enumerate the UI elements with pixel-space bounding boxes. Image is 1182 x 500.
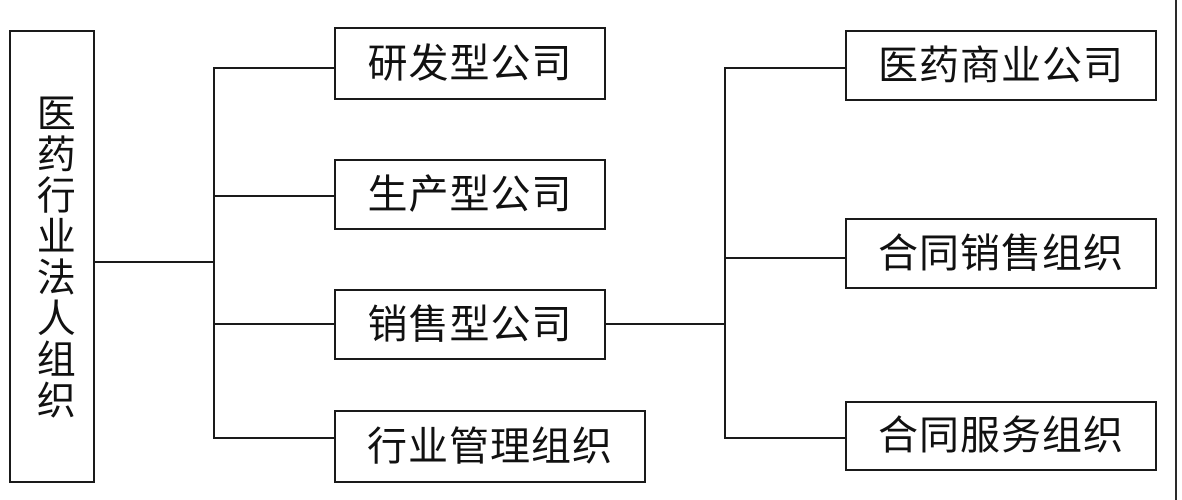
connector-trunk-right <box>724 67 726 438</box>
node-contract-service-org-label: 合同服务组织 <box>878 413 1124 458</box>
connector-branch-to-m4 <box>213 437 336 439</box>
connector-branch-to-r3 <box>724 437 847 439</box>
node-manufacturing-company-label: 生产型公司 <box>367 171 573 217</box>
node-sales-company[interactable]: 销售型公司 <box>334 289 606 360</box>
node-contract-sales-org-label: 合同销售组织 <box>878 230 1124 276</box>
connector-root-stub <box>95 261 215 263</box>
node-pharma-commercial-company-label: 医药商业公司 <box>878 42 1124 88</box>
connector-branch-to-r1 <box>724 67 847 69</box>
node-rd-company-label: 研发型公司 <box>367 40 573 86</box>
node-root[interactable]: 医药行业法人组织 <box>9 30 95 483</box>
connector-branch-to-m3 <box>213 323 336 325</box>
node-rd-company[interactable]: 研发型公司 <box>334 27 606 100</box>
node-pharma-commercial-company[interactable]: 医药商业公司 <box>845 30 1157 101</box>
connector-branch-to-m2 <box>213 195 336 197</box>
connector-branch-to-r2 <box>724 257 847 259</box>
connector-sales-company-stub <box>606 323 726 325</box>
connector-branch-to-m1 <box>213 67 336 69</box>
node-sales-company-label: 销售型公司 <box>367 301 573 347</box>
page-border-line <box>1175 0 1177 500</box>
node-contract-service-org[interactable]: 合同服务组织 <box>845 401 1157 471</box>
node-root-label: 医药行业法人组织 <box>31 92 75 421</box>
node-contract-sales-org[interactable]: 合同销售组织 <box>845 218 1157 289</box>
node-industry-management-org-label: 行业管理组织 <box>367 423 613 469</box>
connector-trunk-left <box>213 67 215 438</box>
node-industry-management-org[interactable]: 行业管理组织 <box>334 410 646 483</box>
node-manufacturing-company[interactable]: 生产型公司 <box>334 159 606 230</box>
